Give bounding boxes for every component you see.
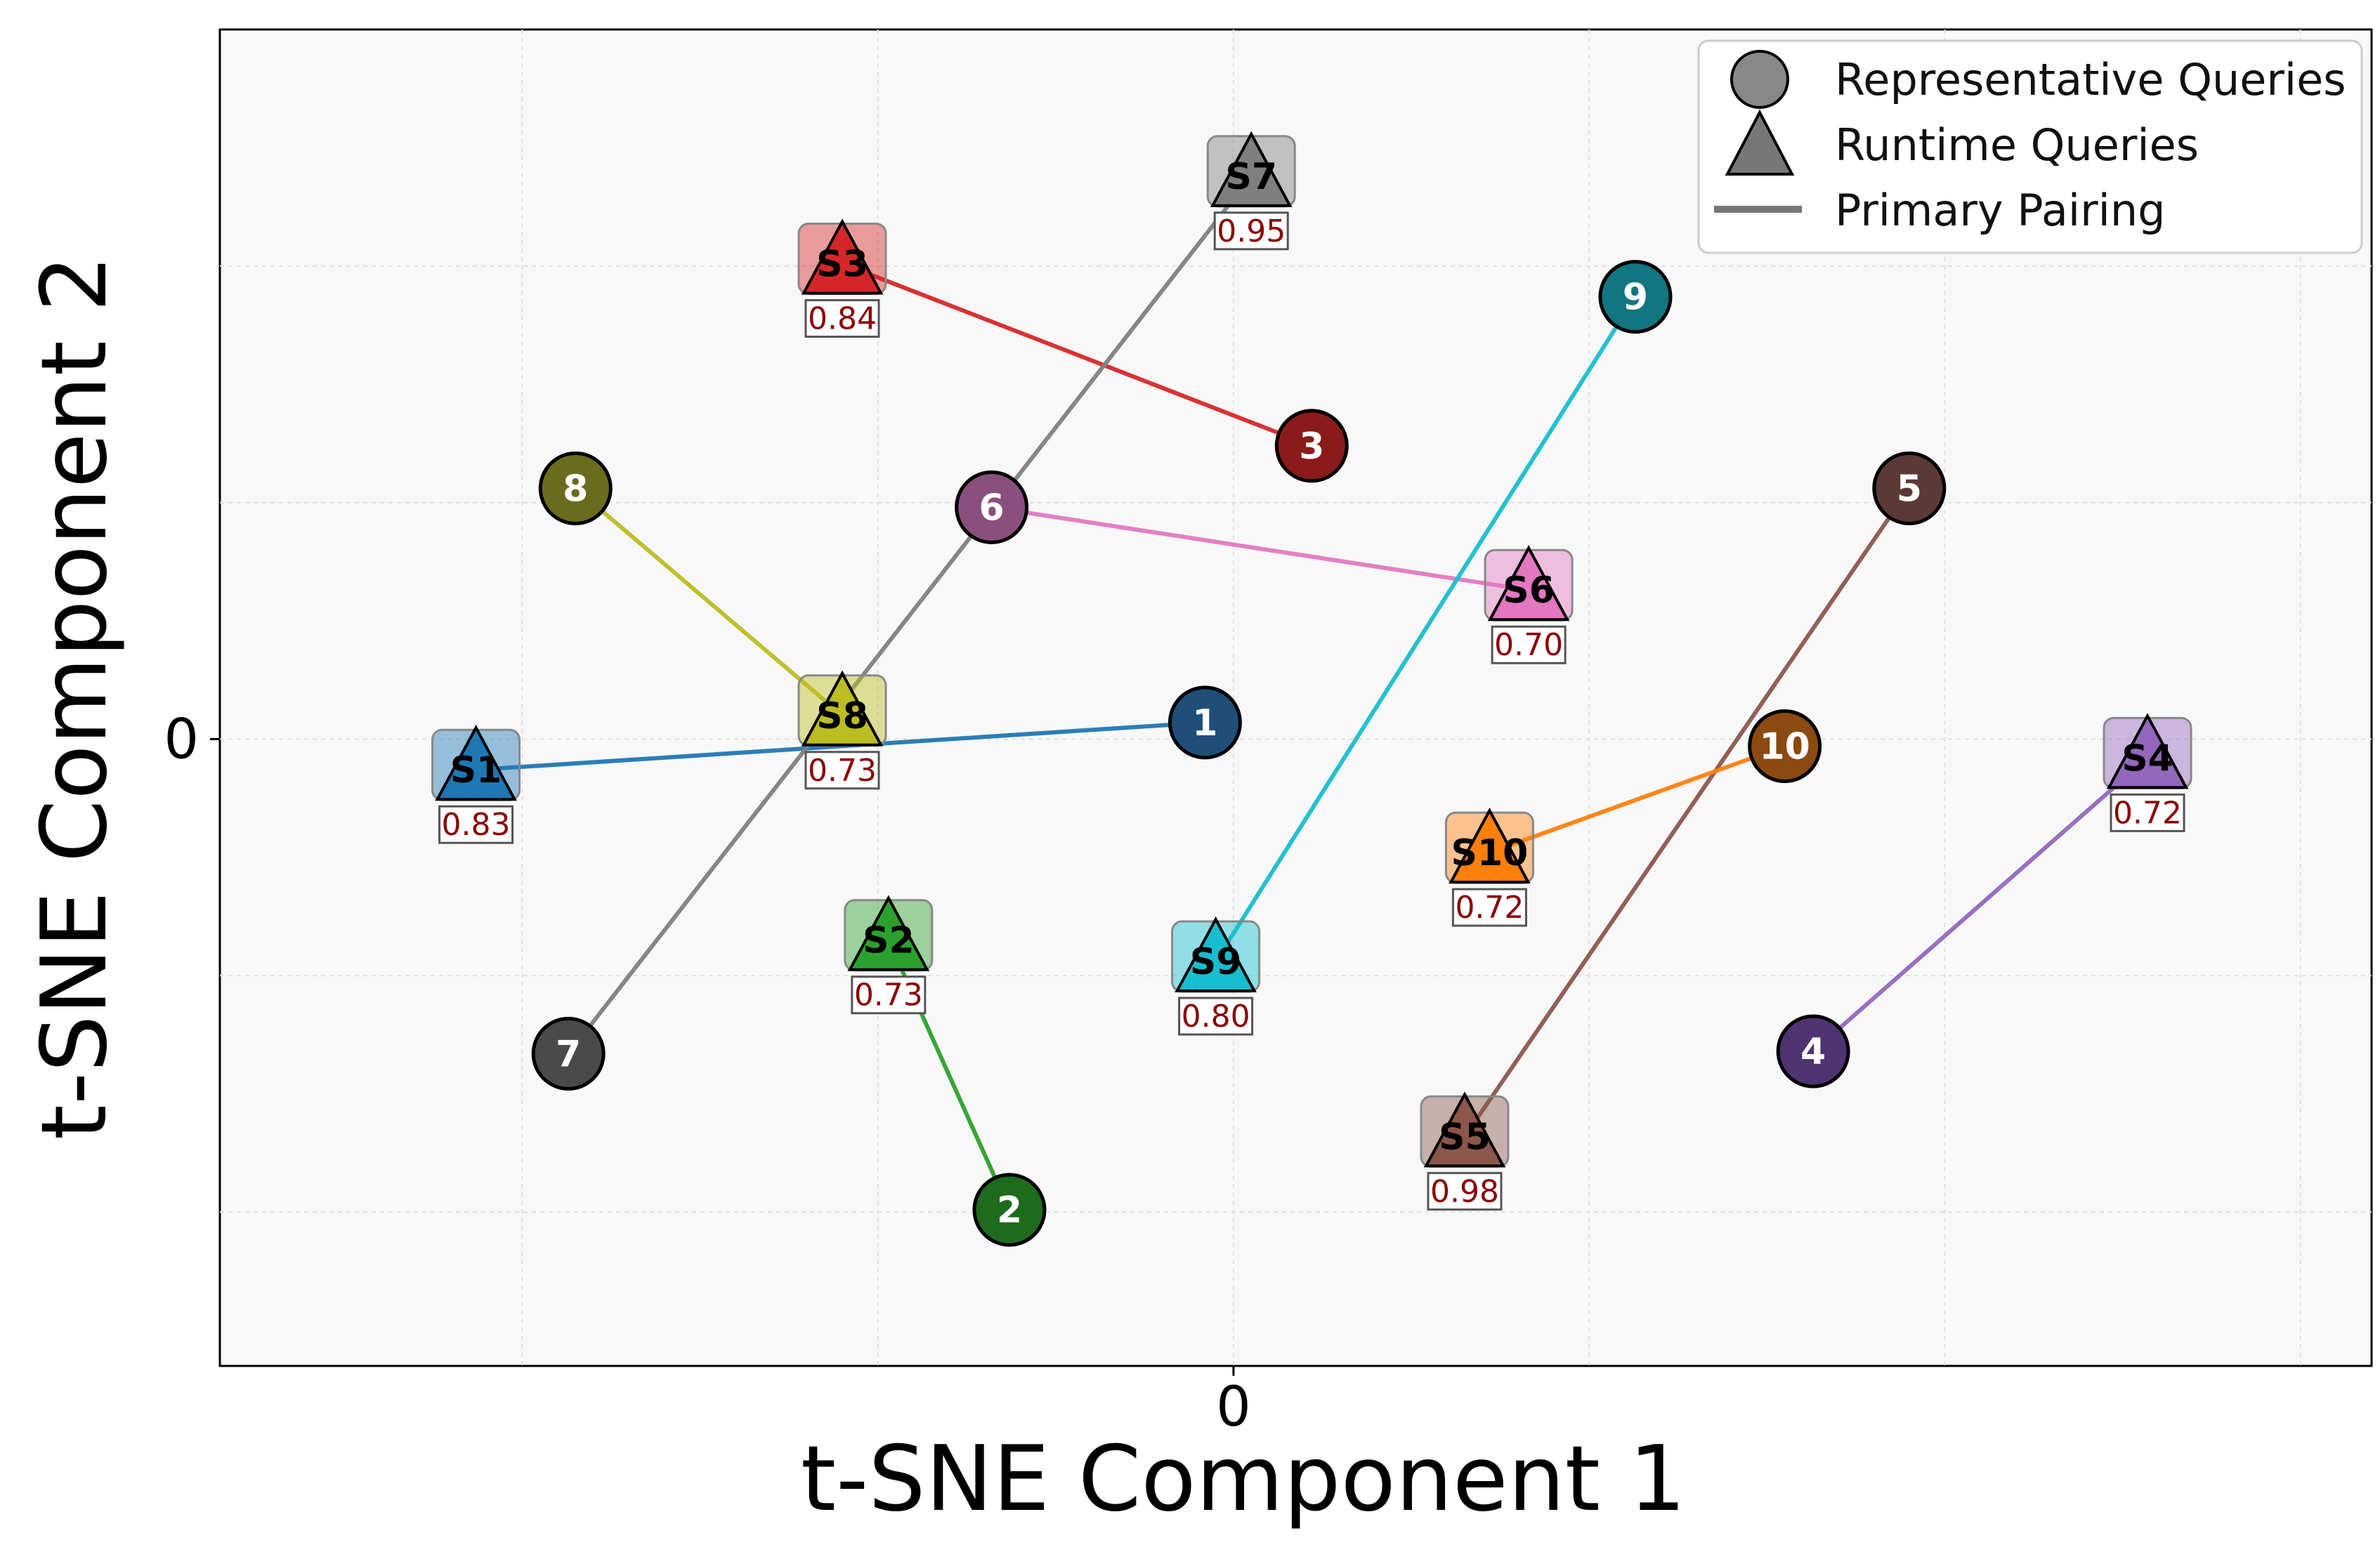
similarity-score: 0.72 bbox=[1455, 890, 1524, 926]
x-tick-label: 0 bbox=[1216, 1376, 1251, 1439]
runtime-query-label: S4 bbox=[2121, 737, 2173, 780]
legend-label-representative: Representative Queries bbox=[1835, 54, 2346, 105]
runtime-query-label: S1 bbox=[450, 749, 502, 791]
representative-query-circle bbox=[1872, 451, 1947, 525]
representative-query-label: 10 bbox=[1759, 726, 1810, 768]
legend-circle-icon bbox=[1730, 50, 1789, 109]
similarity-score: 0.95 bbox=[1217, 213, 1286, 249]
score-box bbox=[804, 298, 880, 338]
similarity-score: 0.72 bbox=[2113, 795, 2182, 831]
similarity-score: 0.73 bbox=[854, 978, 923, 1013]
representative-query-label: 8 bbox=[563, 468, 588, 510]
representative-query-label: 4 bbox=[1800, 1031, 1826, 1073]
pairing-lines bbox=[476, 174, 2150, 1211]
runtime-query-triangle bbox=[801, 218, 884, 295]
pairing-line bbox=[566, 174, 1253, 1056]
pairing-line bbox=[1489, 744, 1786, 855]
representative-query-label: 2 bbox=[997, 1190, 1022, 1232]
similarity-score: 0.83 bbox=[442, 807, 511, 843]
representative-query-circle bbox=[1748, 709, 1822, 784]
runtime-query-label: S5 bbox=[1439, 1116, 1491, 1158]
representative-query-circle bbox=[1274, 409, 1349, 483]
runtime-query-triangle bbox=[1449, 807, 1531, 884]
similarity-score: 0.80 bbox=[1182, 999, 1250, 1034]
score-box bbox=[851, 975, 927, 1015]
representative-query-label: 1 bbox=[1192, 702, 1217, 744]
runtime-query-label: S2 bbox=[863, 920, 915, 962]
score-box bbox=[1451, 888, 1527, 927]
runtime-query-triangle bbox=[801, 670, 884, 747]
runtime-query-triangle bbox=[1487, 545, 1570, 622]
tick-layer: 00 bbox=[164, 708, 1250, 1439]
score-box bbox=[1491, 625, 1567, 664]
y-tick-label: 0 bbox=[164, 708, 199, 771]
score-box bbox=[438, 805, 514, 844]
representative-query-circle bbox=[531, 1016, 606, 1091]
representative-query-circle bbox=[972, 1173, 1047, 1247]
representative-query-circle bbox=[1598, 260, 1673, 334]
y-axis-title: t-SNE Component 2 bbox=[22, 255, 127, 1140]
similarity-score: 0.98 bbox=[1430, 1173, 1499, 1209]
representative-query-label: 5 bbox=[1897, 468, 1922, 510]
runtime-query-label: S9 bbox=[1190, 941, 1242, 983]
representative-query-circle bbox=[955, 470, 1029, 544]
pairing-line bbox=[574, 487, 844, 718]
legend-box bbox=[1697, 39, 2363, 254]
runtime-query-label: S10 bbox=[1451, 832, 1529, 874]
runtime-query-triangle bbox=[2106, 713, 2189, 789]
runtime-query-triangle bbox=[847, 895, 930, 971]
similarity-score: 0.84 bbox=[808, 301, 877, 336]
representative-query-label: 6 bbox=[979, 487, 1005, 529]
legend: Representative Queries Runtime Queries P… bbox=[1697, 39, 2363, 254]
runtime-query-triangle bbox=[1175, 916, 1257, 993]
runtime-query-label: S7 bbox=[1225, 156, 1277, 198]
runtime-query-label: S8 bbox=[816, 695, 868, 737]
pairing-line bbox=[1214, 295, 1637, 963]
similarity-score: 0.73 bbox=[808, 753, 877, 789]
pairing-line bbox=[841, 261, 1313, 448]
score-box bbox=[804, 751, 880, 790]
score-box bbox=[1213, 211, 1289, 251]
representative-query-label: 7 bbox=[556, 1033, 581, 1075]
score-box bbox=[1178, 997, 1254, 1036]
runtime-query-triangle bbox=[1210, 131, 1293, 207]
legend-triangle-icon bbox=[1725, 109, 1795, 176]
runtime-query-label: S3 bbox=[816, 243, 868, 285]
pairing-line bbox=[991, 505, 1529, 593]
pairing-line bbox=[1812, 756, 2150, 1053]
representative-query-label: 9 bbox=[1623, 277, 1648, 319]
similarity-score: 0.70 bbox=[1494, 627, 1563, 663]
pairing-line bbox=[1463, 487, 1911, 1138]
x-axis-title: t-SNE Component 1 bbox=[801, 1427, 1686, 1532]
score-box bbox=[2110, 793, 2185, 832]
representative-query-label: 3 bbox=[1299, 426, 1324, 468]
score-box bbox=[1427, 1171, 1503, 1211]
representative-query-circle bbox=[538, 451, 613, 525]
legend-label-runtime: Runtime Queries bbox=[1835, 119, 2199, 171]
legend-label-pairing: Primary Pairing bbox=[1835, 185, 2165, 236]
runtime-query-triangle bbox=[1423, 1091, 1506, 1168]
runtime-query-label: S6 bbox=[1503, 570, 1555, 612]
representative-query-circle bbox=[1168, 685, 1242, 760]
representative-query-circle bbox=[1776, 1014, 1850, 1089]
runtime-query-triangle bbox=[435, 725, 517, 801]
